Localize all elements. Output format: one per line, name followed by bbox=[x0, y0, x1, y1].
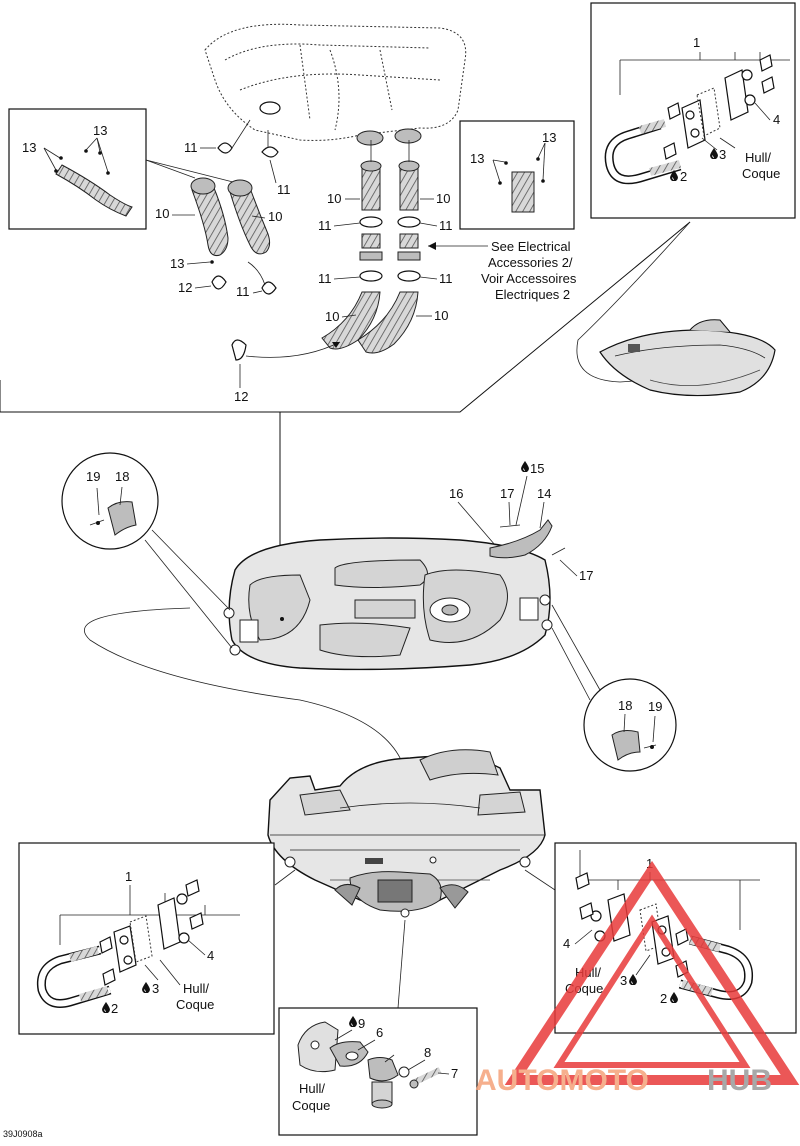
callout-4: 4 bbox=[207, 948, 214, 963]
callout-17: 17 bbox=[579, 568, 593, 583]
hull-label-line2: Coque bbox=[292, 1098, 330, 1113]
hull-label-line1: Hull/ bbox=[299, 1081, 325, 1096]
callout-2: 2 bbox=[660, 991, 667, 1006]
callout-2: 2 bbox=[111, 1001, 118, 1016]
callout-11: 11 bbox=[184, 140, 198, 155]
watermark-logo: AUTOMOTO HUB bbox=[475, 860, 800, 1097]
drop-icon bbox=[521, 461, 529, 472]
callout-11: 11 bbox=[277, 182, 291, 197]
callout-4: 4 bbox=[563, 936, 570, 951]
ventilation-hoses-group: 13 13 10 10 11 11 13 12 11 bbox=[0, 23, 691, 413]
callout-14: 14 bbox=[537, 486, 551, 501]
callout-11: 11 bbox=[439, 271, 453, 286]
callout-12: 12 bbox=[234, 389, 248, 404]
note-electrical-line2: Accessories 2/ bbox=[488, 255, 573, 270]
callout-8: 8 bbox=[424, 1045, 431, 1060]
u-bolt-inset-bottom-left: 1 bbox=[18, 842, 275, 1035]
callout-10: 10 bbox=[327, 191, 341, 206]
callout-1: 1 bbox=[646, 856, 653, 871]
callout-6: 6 bbox=[376, 1025, 383, 1040]
callout-11: 11 bbox=[318, 218, 332, 233]
callout-3: 3 bbox=[152, 981, 159, 996]
watermark-text-a: AUTOMOTO bbox=[475, 1064, 649, 1097]
callout-3: 3 bbox=[719, 147, 726, 162]
hull-rear-view bbox=[267, 749, 546, 918]
bracket-detail-left bbox=[61, 452, 233, 649]
callout-13: 13 bbox=[470, 151, 484, 166]
callout-10: 10 bbox=[325, 309, 339, 324]
drain-plug-inset bbox=[278, 1007, 478, 1136]
callout-17: 17 bbox=[500, 486, 514, 501]
watermark-text-b: HUB bbox=[707, 1064, 772, 1097]
figure-code: 39J0908a bbox=[3, 1129, 43, 1139]
callout-18: 18 bbox=[618, 698, 632, 713]
note-electrical-line1: See Electrical bbox=[491, 239, 571, 254]
note-electrical-line4: Electriques 2 bbox=[495, 287, 570, 302]
callout-19: 19 bbox=[86, 469, 100, 484]
hull-label-line1: Hull/ bbox=[745, 150, 771, 165]
deck-outline-dotted bbox=[204, 23, 467, 141]
callout-16: 16 bbox=[449, 486, 463, 501]
callout-11: 11 bbox=[318, 271, 332, 286]
callout-2: 2 bbox=[680, 169, 687, 184]
hull-label-line2: Coque bbox=[742, 166, 780, 181]
callout-10: 10 bbox=[434, 308, 448, 323]
callout-11: 11 bbox=[439, 218, 453, 233]
u-bolt-inset-top-right: 1 4 3 2 Hull/ Coque bbox=[590, 2, 796, 219]
u-bolt-inset-bottom-right: 1 bbox=[554, 842, 797, 1034]
callout-10: 10 bbox=[155, 206, 169, 221]
note-electrical-line3: Voir Accessoires bbox=[481, 271, 577, 286]
callout-12: 12 bbox=[178, 280, 192, 295]
callout-15: 15 bbox=[530, 461, 544, 476]
callout-1: 1 bbox=[693, 35, 700, 50]
callout-10: 10 bbox=[268, 209, 282, 224]
callout-18: 18 bbox=[115, 469, 129, 484]
callout-4: 4 bbox=[773, 112, 780, 127]
hull-label-line1: Hull/ bbox=[183, 981, 209, 996]
hull-label-line2: Coque bbox=[176, 997, 214, 1012]
callout-11: 11 bbox=[236, 284, 250, 299]
section-border-top bbox=[0, 221, 691, 413]
watercraft-side-view bbox=[576, 221, 776, 397]
center-hose-stack bbox=[321, 140, 421, 354]
bracket-detail-right bbox=[551, 604, 677, 772]
callout-19: 19 bbox=[648, 699, 662, 714]
callout-3: 3 bbox=[620, 973, 627, 988]
callout-13: 13 bbox=[93, 123, 107, 138]
callout-9: 9 bbox=[358, 1016, 365, 1031]
callout-13: 13 bbox=[22, 140, 36, 155]
callout-13: 13 bbox=[170, 256, 184, 271]
callout-13: 13 bbox=[542, 130, 556, 145]
callout-1: 1 bbox=[125, 869, 132, 884]
callout-7: 7 bbox=[451, 1066, 458, 1081]
hull-top-view bbox=[223, 412, 553, 671]
callout-10: 10 bbox=[436, 191, 450, 206]
